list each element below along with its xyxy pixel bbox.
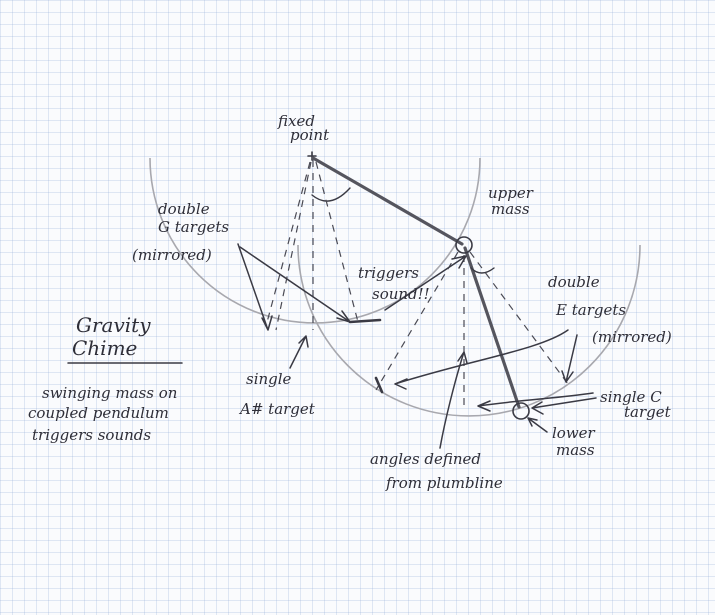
- upper-mass-swing-arc: [149, 157, 481, 324]
- upper-pendulum-rod: [311, 156, 464, 246]
- dashed-line-a-sharp-left: [275, 161, 312, 331]
- angles-defined-label: angles defined from plumbline: [370, 450, 503, 492]
- lower-angle-arc: [470, 267, 495, 274]
- double-e-label: double E targets (mirrored): [548, 273, 672, 346]
- double-g-label: double G targets (mirrored): [132, 200, 234, 264]
- single-a-sharp-label: single A# target: [238, 370, 316, 418]
- lower-mass-pointer: [527, 417, 548, 433]
- double-e-arrow-left: [394, 329, 569, 390]
- double-e-arrow-right: [561, 334, 578, 383]
- double-g-arrow-right: [239, 246, 351, 323]
- triggers-sound-label: triggers sound!!: [358, 264, 430, 303]
- dashed-line-g-left: [265, 161, 311, 327]
- upper-mass: [455, 236, 473, 254]
- double-g-arrow-left: [237, 243, 273, 331]
- title: Gravity Chime: [72, 313, 157, 360]
- lower-pendulum-rod: [463, 246, 521, 409]
- dashed-line-e-right: [469, 251, 569, 385]
- fixed-point-label: fixed point: [277, 112, 330, 144]
- lower-mass-label: lower mass: [552, 424, 600, 459]
- angles-pointer: [439, 351, 468, 449]
- dashed-line-e-left: [375, 251, 459, 391]
- upper-angle-arc: [311, 187, 351, 202]
- triggers-sound-arrow: [384, 255, 467, 311]
- single-c-label: single C target: [600, 388, 672, 421]
- a-sharp-target-arrow: [289, 335, 309, 369]
- e-target-mark-left: [374, 376, 384, 394]
- single-c-arrow-right: [531, 397, 597, 415]
- lower-mass: [512, 402, 530, 420]
- g-target-mark-right: [348, 318, 382, 324]
- upper-mass-label: upper mass: [488, 184, 538, 218]
- dashed-line-g-right: [315, 161, 359, 323]
- lower-mass-swing-arc: [297, 244, 641, 417]
- single-c-arrow-left: [477, 392, 594, 412]
- description: swinging mass on coupled pendulum trigge…: [28, 384, 182, 444]
